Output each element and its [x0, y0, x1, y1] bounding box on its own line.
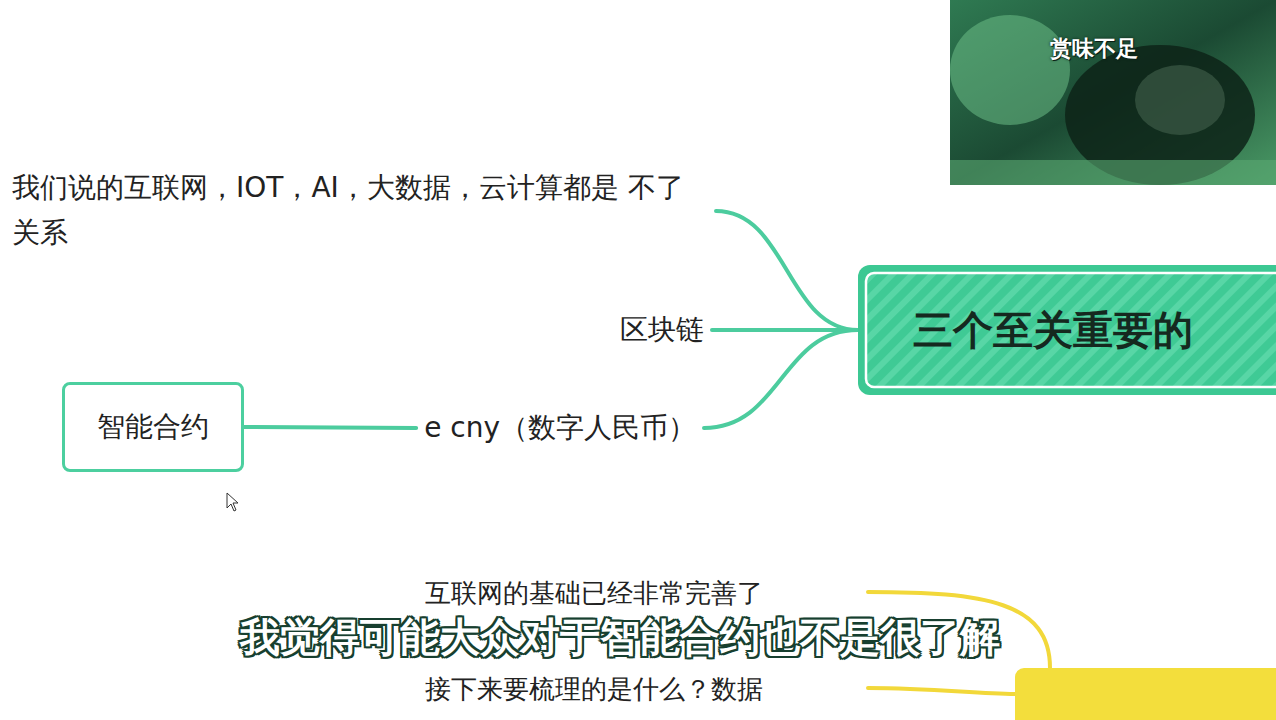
- central-hatch: [866, 273, 1276, 387]
- video-overlay: [950, 0, 1276, 185]
- video-face: [1135, 65, 1225, 135]
- channel-watermark: 赏味不足: [1050, 34, 1138, 64]
- central-fill: [858, 265, 1276, 395]
- branch-text: 互联网的基础已经非常完善了: [425, 576, 763, 611]
- topic-text: 智能合约: [97, 407, 209, 446]
- video-frame: [950, 0, 1276, 185]
- boxed-topic: 智能合约: [62, 382, 244, 471]
- video-subtitle: 我觉得可能大众对于智能合约也不是很了解: [240, 610, 1000, 665]
- topic-text: e cny（数字人民币）: [424, 406, 696, 451]
- branch-topic: e cny（数字人民币）: [416, 406, 704, 451]
- mouse-cursor: [227, 493, 238, 511]
- branch-topic: 区块链: [612, 308, 712, 353]
- branch-topic: 我们说的互联网，IOT，AI，大数据，云计算都是 不了关系: [4, 166, 716, 256]
- central-title: 三个至关重要的: [913, 306, 1193, 354]
- video-blob: [950, 15, 1070, 125]
- branch-connector: [716, 211, 858, 330]
- branch-connector: [704, 330, 858, 428]
- branch-connector: [244, 425, 416, 430]
- yellow-branch: [868, 688, 1015, 694]
- topic-text: 我们说的互联网，IOT，AI，大数据，云计算都是 不了关系: [12, 166, 708, 256]
- video-floor: [950, 160, 1276, 185]
- branch-text: 接下来要梳理的是什么？数据: [425, 672, 763, 707]
- yellow-topic-box: [1015, 668, 1276, 720]
- central-topic: 三个至关重要的: [858, 265, 1276, 395]
- topic-text: 区块链: [620, 308, 704, 353]
